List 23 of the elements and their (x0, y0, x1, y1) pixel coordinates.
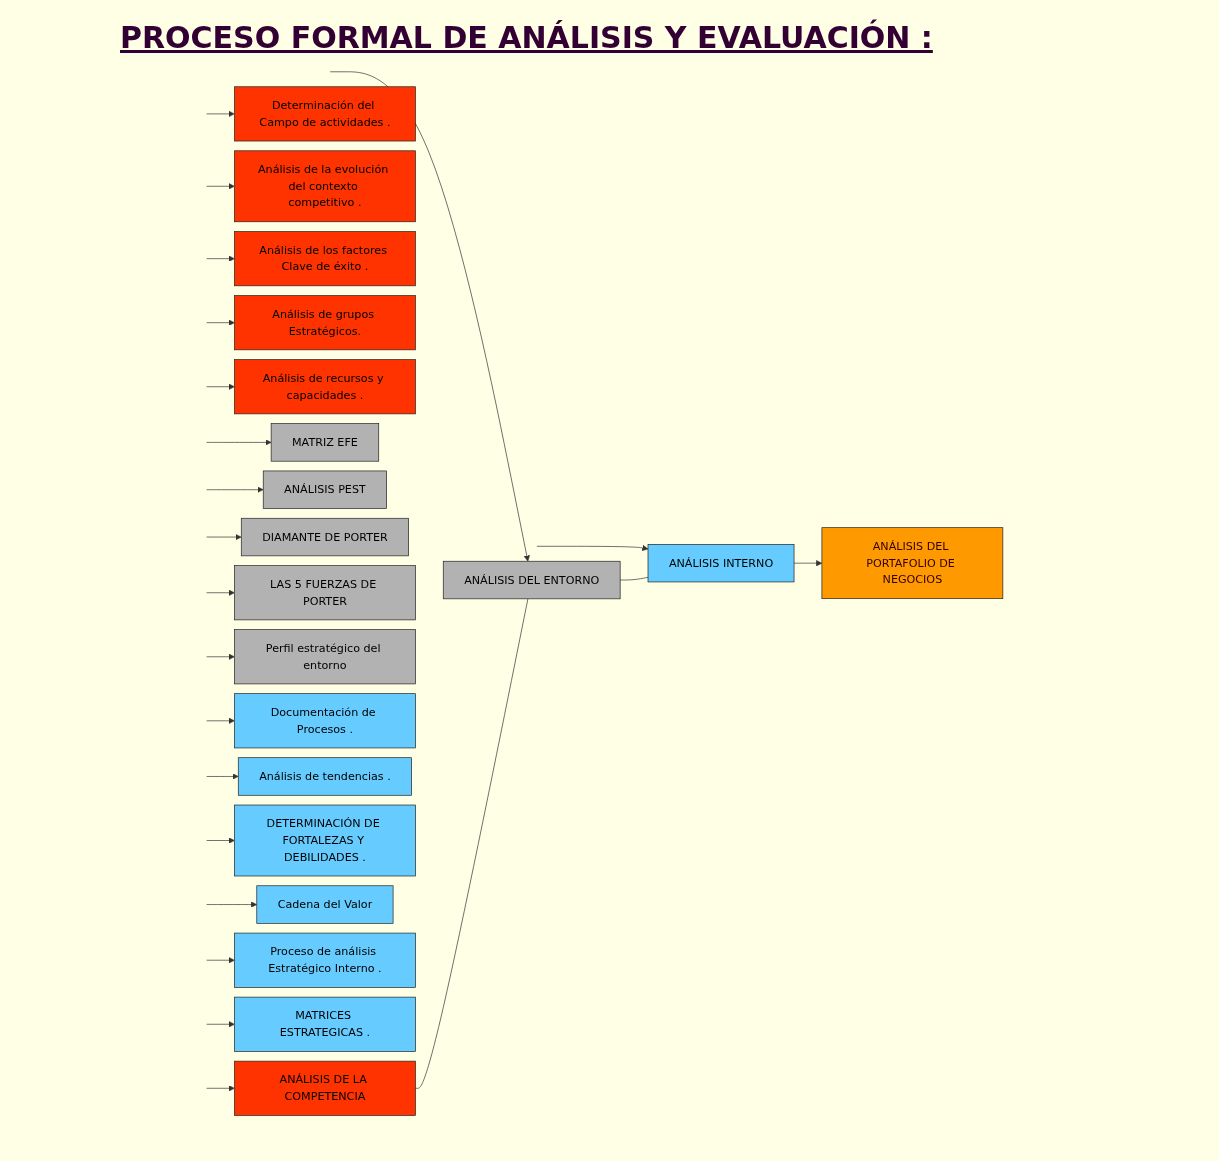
node-box: Análisis de la evolución del contexto competitivo . (234, 150, 417, 223)
connector (415, 598, 529, 1089)
node-box: MATRIZ EFE (271, 423, 380, 462)
node-box: Documentación de Procesos . (234, 693, 417, 749)
node-box: Cadena del Valor (256, 885, 394, 924)
node-box: Análisis de tendencias . (238, 757, 413, 796)
node-box: Análisis de recursos y capacidades . (234, 359, 417, 415)
title: PROCESO FORMAL DE ANÁLISIS Y EVALUACIÓN : (120, 20, 934, 55)
node-box: Proceso de análisis Estratégico Interno . (234, 932, 417, 988)
node-box: Perfil estratégico del entorno (234, 629, 417, 685)
node-box: MATRICES ESTRATEGICAS . (234, 996, 417, 1052)
node-box: Análisis de los factores Clave de éxito . (234, 231, 417, 287)
node-box: DETERMINACIÓN DE FORTALEZAS Y DEBILIDADES . (234, 804, 417, 877)
node-box: Análisis de grupos Estratégicos. (234, 295, 417, 351)
node-box: Determinación del Campo de actividades . (234, 86, 417, 142)
node-box: ANÁLISIS DE LA COMPETENCIA (234, 1060, 417, 1116)
node-box: ANÁLISIS INTERNO (648, 544, 795, 583)
node-box: ANÁLISIS DEL ENTORNO (443, 560, 621, 600)
connector (620, 577, 649, 581)
node-box: ANÁLISIS PEST (263, 470, 388, 509)
node-box: DIAMANTE DE PORTER (241, 517, 410, 557)
node-box: LAS 5 FUERZAS DE PORTER (234, 565, 417, 621)
node-box: ANÁLISIS DEL PORTAFOLIO DE NEGOCIOS (822, 527, 1004, 599)
